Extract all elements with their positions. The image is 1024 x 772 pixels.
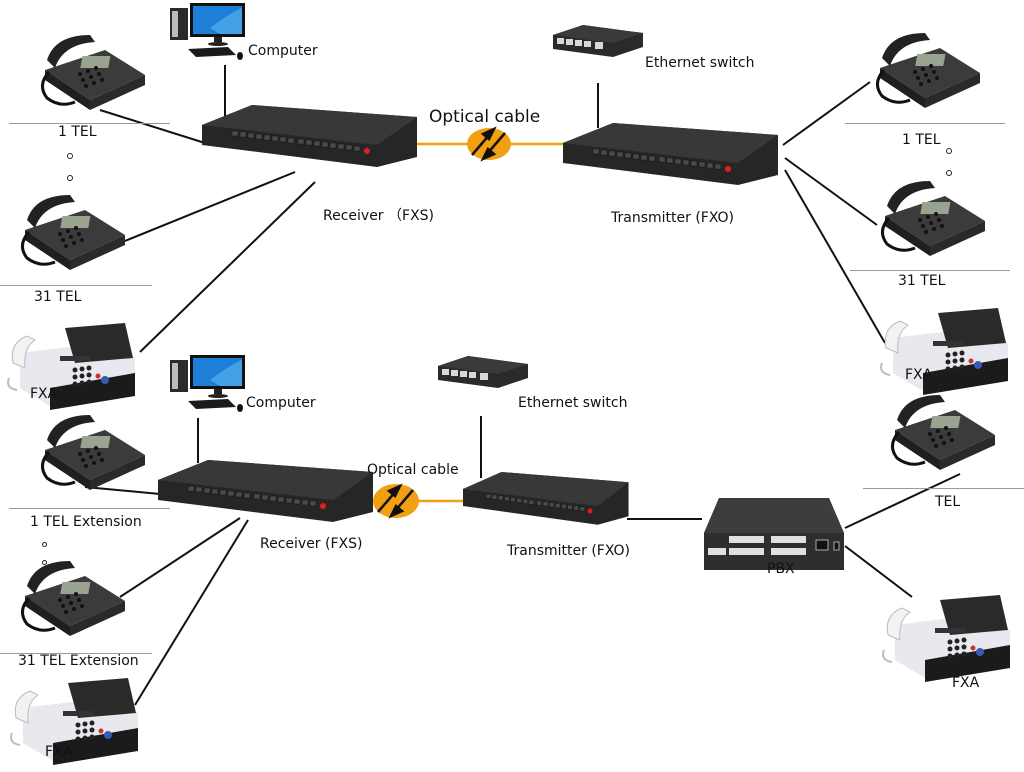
bottom-right-tel-label: TEL — [935, 494, 961, 510]
wire-tel1-receiver — [84, 486, 161, 495]
top-left-phone-1-icon — [40, 33, 147, 112]
wire-transmitter-tel1 — [782, 81, 871, 146]
ellipsis-dot — [42, 560, 47, 565]
top-left-phone-31-icon — [20, 193, 127, 272]
wire-tel1-receiver — [99, 109, 206, 144]
top-right-tel31-label: 31 TEL — [898, 273, 946, 289]
bottom-wires — [84, 416, 961, 706]
bottom-left-fax-icon — [10, 677, 139, 766]
wire-pbx-fax — [844, 545, 913, 598]
top-right-phone-31-icon — [880, 179, 987, 258]
top-computer-icon — [170, 3, 245, 60]
top-left-fax-icon — [7, 322, 136, 411]
optical-cable-icon — [467, 128, 511, 160]
bottom-right-fax-icon — [882, 594, 1011, 683]
ellipsis-dot — [67, 175, 73, 181]
ellipsis-dot — [946, 148, 952, 154]
top-right-fax-icon — [880, 307, 1009, 396]
top-transmitter-device — [562, 122, 779, 186]
ellipsis-dot — [67, 153, 73, 159]
bottom-switch-label: Ethernet switch — [518, 395, 628, 411]
bottom-left-tel1-label: 1 TEL Extension — [30, 514, 142, 530]
bottom-left-phone-1-icon — [40, 413, 147, 492]
bottom-right-phone-icon — [890, 393, 997, 472]
wire-tel31-receiver — [119, 517, 241, 598]
divider — [0, 653, 152, 654]
top-receiver-device — [201, 104, 418, 168]
wire-fax-receiver — [134, 519, 249, 706]
pbx-label: PBX — [767, 561, 795, 577]
top-optical-link — [415, 126, 565, 162]
bottom-ethernet-switch-device — [438, 356, 528, 388]
bottom-transmitter-label: Transmitter (FXO) — [507, 543, 631, 559]
bottom-computer-label: Computer — [246, 395, 316, 411]
divider — [0, 285, 152, 286]
divider — [850, 270, 1010, 271]
bottom-left-tel31-label: 31 TEL Extension — [18, 653, 139, 669]
top-right-tel1-label: 1 TEL — [902, 132, 941, 148]
bottom-left-fax-label: FXA — [45, 744, 73, 760]
ellipsis-dot — [42, 542, 47, 547]
bottom-receiver-label: Receiver (FXS) — [260, 536, 363, 552]
wire-fax-receiver — [139, 181, 316, 353]
divider — [9, 508, 170, 509]
pbx-device — [703, 497, 845, 571]
bottom-transmitter-device — [462, 471, 629, 526]
divider — [845, 123, 1005, 124]
divider — [9, 123, 170, 124]
wire-transmitter-tel31 — [784, 157, 878, 226]
top-switch-label: Ethernet switch — [645, 55, 755, 71]
bottom-optical-cable-label: Optical cable — [367, 462, 459, 478]
bottom-right-fax-label: FXA — [952, 675, 980, 691]
bottom-receiver-device — [157, 459, 374, 523]
ellipsis-dot — [946, 170, 952, 176]
bottom-left-phone-31-icon — [20, 559, 127, 638]
top-right-fax-label: FXA — [905, 367, 933, 383]
wire-transmitter-fax — [784, 169, 886, 344]
top-transmitter-label: Transmitter (FXO) — [611, 210, 735, 226]
top-receiver-label: Receiver （FXS) — [323, 208, 435, 224]
top-computer-label: Computer — [248, 43, 318, 59]
wire-pbx-tel — [844, 473, 961, 529]
top-wires — [99, 65, 886, 353]
top-ethernet-switch-device — [553, 25, 643, 57]
top-left-fax-label: FXA — [30, 386, 58, 402]
divider — [863, 488, 1024, 489]
bottom-optical-link — [340, 483, 465, 519]
top-optical-cable-label: Optical cable — [429, 107, 541, 127]
bottom-computer-icon — [170, 355, 245, 412]
top-left-tel31-label: 31 TEL — [34, 289, 82, 305]
optical-cable-icon — [373, 484, 419, 518]
top-right-phone-1-icon — [875, 31, 982, 110]
top-left-tel1-label: 1 TEL — [58, 124, 97, 140]
wire-tel31-receiver — [114, 171, 296, 246]
